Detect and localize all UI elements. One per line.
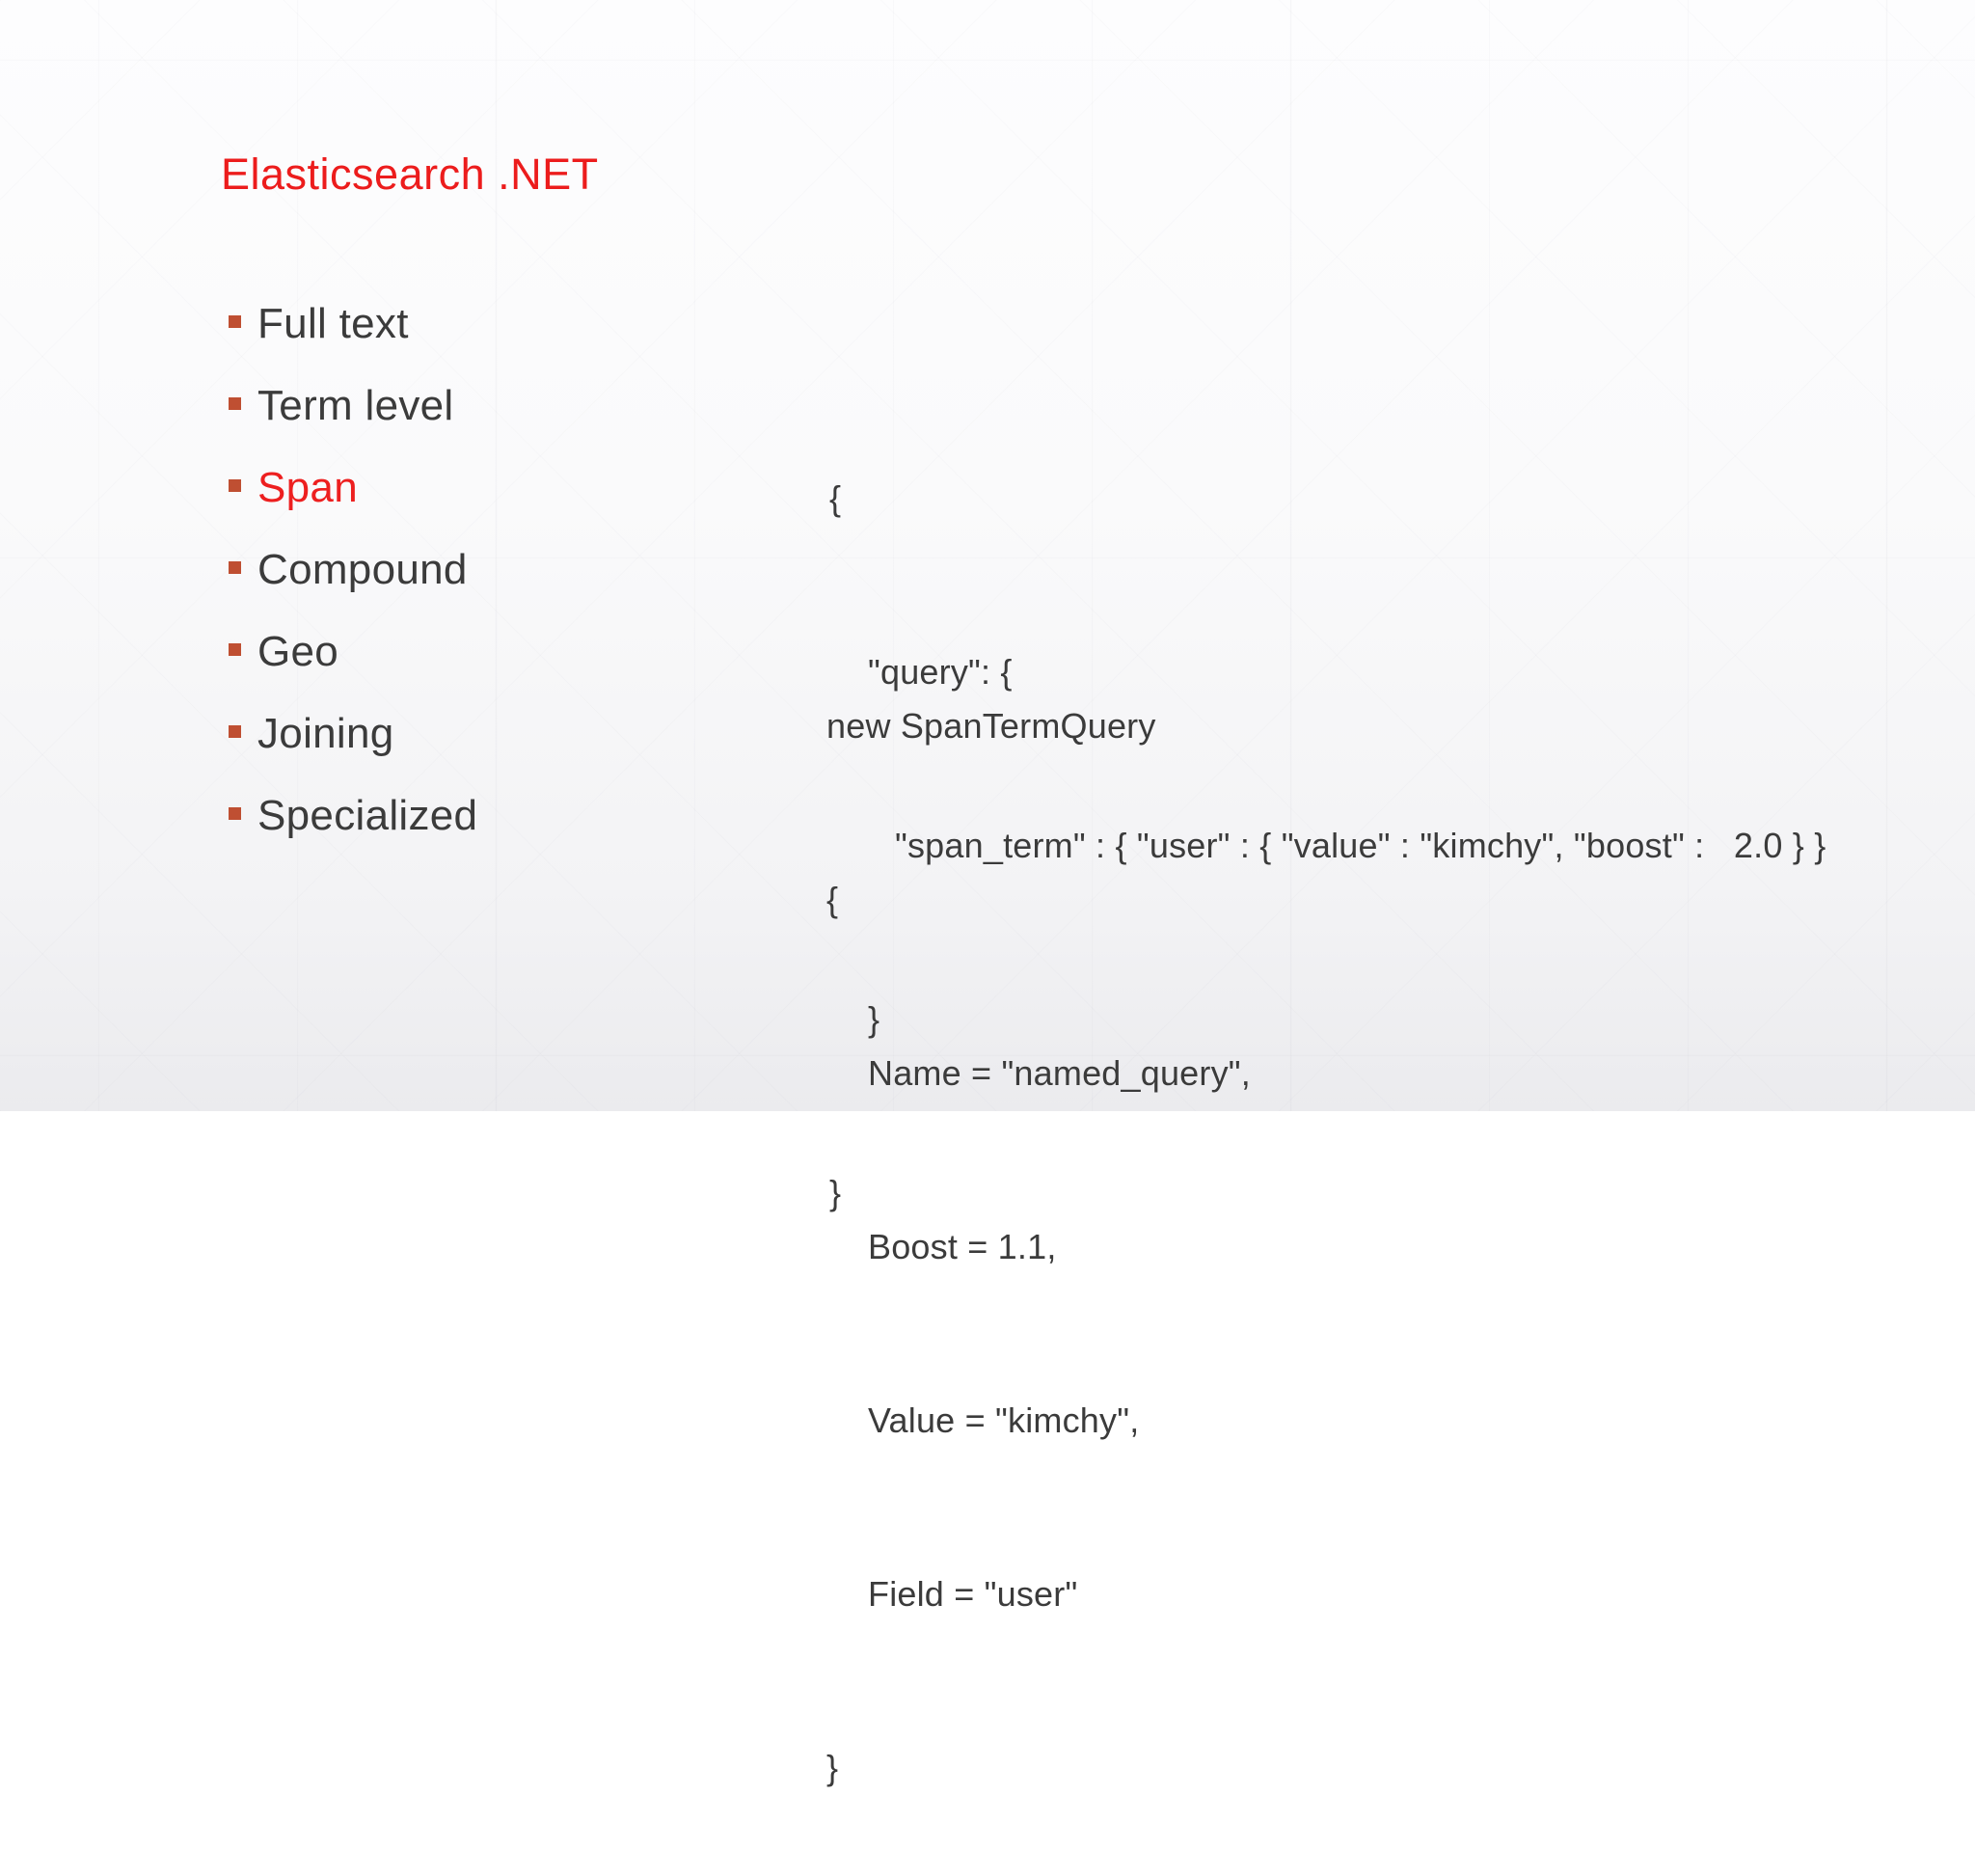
code-line: Boost = 1.1,	[868, 1227, 1057, 1266]
bullet-label: Specialized	[257, 791, 478, 839]
bullet-item: Term level	[229, 365, 477, 447]
code-line: new SpanTermQuery	[826, 706, 1156, 746]
bullet-item: Joining	[229, 693, 477, 775]
code-line: {	[829, 478, 842, 518]
bullet-label: Full text	[257, 299, 409, 347]
bullet-label: Compound	[257, 545, 468, 593]
bullet-label: Span	[257, 463, 358, 511]
bullet-square-icon	[229, 561, 241, 574]
json-query-snippet: { "query": { "span_term" : { "user" : { …	[829, 303, 1826, 1301]
code-line: }	[826, 1748, 839, 1787]
bullet-label: Joining	[257, 709, 394, 757]
bullet-label: Geo	[257, 627, 339, 675]
bullet-square-icon	[229, 397, 241, 410]
bullet-label: Term level	[257, 381, 454, 429]
bullet-square-icon	[229, 807, 241, 820]
bullet-item: Specialized	[229, 775, 477, 856]
csharp-query-snippet: new SpanTermQuery { Name = "named_query"…	[826, 530, 1251, 1876]
bullet-square-icon	[229, 643, 241, 656]
code-line: "query": {	[868, 652, 1013, 692]
bullet-square-icon	[229, 315, 241, 328]
slide-title: Elasticsearch .NET	[221, 150, 599, 199]
bullet-item: Full text	[229, 283, 477, 365]
bullet-square-icon	[229, 479, 241, 492]
code-line: Value = "kimchy",	[868, 1400, 1140, 1440]
bullet-item: Compound	[229, 529, 477, 611]
code-line: {	[826, 880, 839, 919]
code-line: Name = "named_query",	[868, 1053, 1251, 1093]
code-line: Field = "user"	[868, 1574, 1078, 1614]
bullet-item: Geo	[229, 611, 477, 693]
code-line: "span_term" : { "user" : { "value" : "ki…	[895, 826, 1826, 865]
bullet-square-icon	[229, 725, 241, 738]
bullet-item: Span	[229, 447, 477, 529]
bullet-list: Full text Term level Span Compound Geo	[229, 283, 477, 856]
code-line: }	[868, 999, 880, 1039]
slide-canvas: Elasticsearch .NET Full text Term level …	[0, 0, 1975, 1787]
